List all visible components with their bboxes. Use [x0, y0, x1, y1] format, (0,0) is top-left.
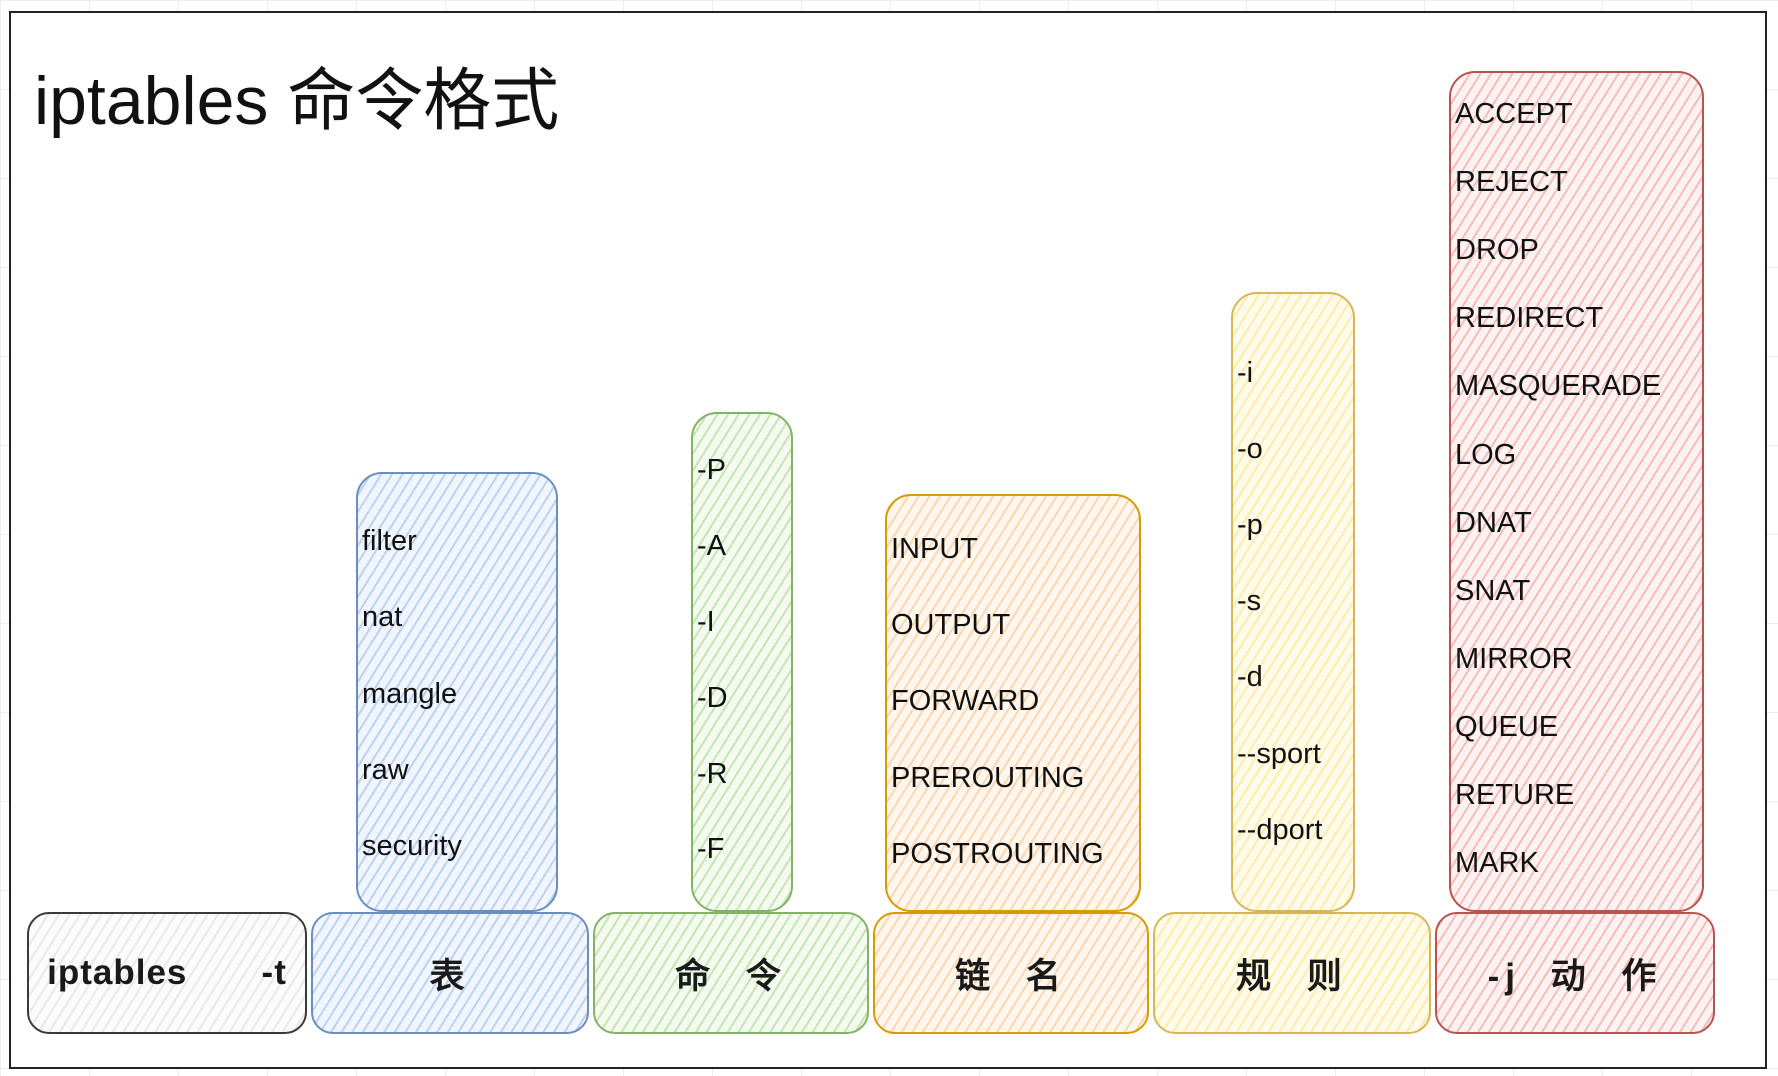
list-item: filter [362, 525, 417, 557]
list-item: LOG [1455, 439, 1517, 471]
list-item: security [362, 830, 462, 862]
list-item: -D [697, 682, 728, 714]
list-item: -R [697, 758, 728, 790]
base-chain: 链 名 [873, 912, 1149, 1034]
list-item: mangle [362, 678, 458, 710]
base-command: 命 令 [593, 912, 869, 1034]
actions-column: ACCEPT REJECT DROP REDIRECT MASQUERADE L… [1449, 71, 1704, 912]
list-item: DNAT [1455, 507, 1532, 539]
tables-column: filter nat mangle raw security [356, 472, 558, 912]
list-item: ACCEPT [1455, 98, 1573, 130]
list-item: MASQUERADE [1455, 370, 1662, 402]
chains-column: INPUT OUTPUT FORWARD PREROUTING POSTROUT… [885, 494, 1141, 912]
rules-column: -i -o -p -s -d --sport --dport [1231, 292, 1355, 912]
list-item: -d [1237, 661, 1263, 693]
list-item: RETURE [1455, 779, 1575, 811]
base-rule: 规 则 [1153, 912, 1431, 1034]
list-item: POSTROUTING [891, 838, 1104, 870]
list-item: --sport [1237, 738, 1321, 770]
list-item: -F [697, 833, 725, 865]
list-item: FORWARD [891, 685, 1040, 717]
list-item: PREROUTING [891, 762, 1085, 794]
base-action: -j 动 作 [1435, 912, 1715, 1034]
list-item: -i [1237, 357, 1254, 389]
list-item: MIRROR [1455, 643, 1573, 675]
list-item: MARK [1455, 847, 1539, 879]
list-item: nat [362, 601, 403, 633]
diagram-title: iptables 命令格式 [34, 63, 560, 139]
list-item: SNAT [1455, 575, 1531, 607]
list-item: -P [697, 454, 726, 486]
list-item: DROP [1455, 234, 1539, 266]
base-table: 表 [311, 912, 589, 1034]
list-item: -o [1237, 433, 1263, 465]
list-item: -s [1237, 585, 1262, 617]
list-item: OUTPUT [891, 609, 1011, 641]
list-item: -A [697, 530, 726, 562]
list-item: QUEUE [1455, 711, 1559, 743]
list-item: raw [362, 754, 409, 786]
list-item: REJECT [1455, 166, 1568, 198]
list-item: INPUT [891, 533, 978, 565]
commands-column: -P -A -I -D -R -F [691, 412, 793, 912]
list-item: -I [697, 606, 715, 638]
list-item: --dport [1237, 814, 1323, 846]
base-iptables: iptables -t [27, 912, 307, 1034]
list-item: -p [1237, 509, 1263, 541]
list-item: REDIRECT [1455, 302, 1604, 334]
